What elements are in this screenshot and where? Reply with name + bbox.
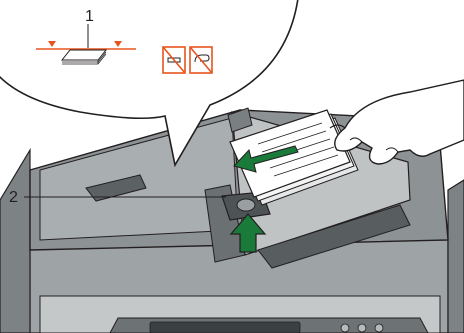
callout-number-1: 1 (85, 9, 94, 25)
no-paper-clips-icon (190, 47, 212, 73)
no-staples-icon (163, 47, 185, 73)
callout-number-2: 2 (9, 190, 18, 206)
